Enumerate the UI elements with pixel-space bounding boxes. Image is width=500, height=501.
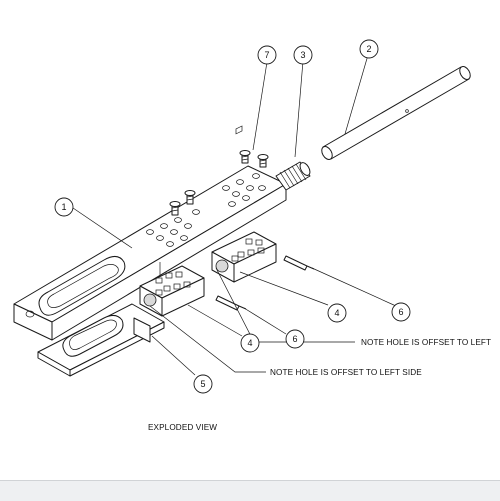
svg-text:5: 5 xyxy=(200,379,205,389)
balloon-3: 3 xyxy=(293,45,313,65)
svg-text:1: 1 xyxy=(61,202,66,212)
tray-part xyxy=(37,303,165,377)
slide-rail-part xyxy=(13,165,287,341)
balloon-4-upper: 4 xyxy=(327,303,347,323)
note-upper: NOTE HOLE IS OFFSET TO LEFT xyxy=(361,338,491,347)
screw-c xyxy=(169,201,181,216)
balloon-5: 5 xyxy=(193,374,213,394)
balloon-6-upper: 6 xyxy=(391,302,411,322)
svg-text:7: 7 xyxy=(264,50,269,60)
screw-group xyxy=(169,150,269,216)
balloon-6-lower: 6 xyxy=(285,329,305,349)
spring-part xyxy=(275,161,311,191)
balloon-2: 2 xyxy=(359,39,379,59)
balloon-1: 1 xyxy=(54,197,74,217)
pin-part-upper xyxy=(283,255,315,271)
screw-d xyxy=(184,190,196,205)
screw-a xyxy=(239,150,251,164)
view-caption: EXPLODED VIEW xyxy=(148,423,217,432)
exploded-view-drawing: 1 2 3 4 4 5 6 6 7 NOTE HOLE IS OFFSET TO… xyxy=(13,39,491,432)
screw-b xyxy=(257,154,269,168)
block-part-upper xyxy=(211,125,277,283)
rail-hole-pattern xyxy=(146,173,266,247)
balloon-4-lower: 4 xyxy=(240,333,260,353)
block-part-lower xyxy=(139,265,205,317)
svg-text:4: 4 xyxy=(334,308,339,318)
note-lower: NOTE HOLE IS OFFSET TO LEFT SIDE xyxy=(270,368,422,377)
balloon-7: 7 xyxy=(257,45,277,65)
svg-text:6: 6 xyxy=(292,334,297,344)
svg-text:3: 3 xyxy=(300,50,305,60)
pin-part-lower xyxy=(215,295,247,311)
svg-text:4: 4 xyxy=(247,338,252,348)
svg-text:6: 6 xyxy=(398,307,403,317)
drawing-canvas: 1 2 3 4 4 5 6 6 7 NOTE HOLE IS OFFSET TO… xyxy=(13,39,491,432)
shaft-part xyxy=(321,66,471,160)
svg-text:2: 2 xyxy=(366,44,371,54)
bottom-strip xyxy=(0,480,500,501)
